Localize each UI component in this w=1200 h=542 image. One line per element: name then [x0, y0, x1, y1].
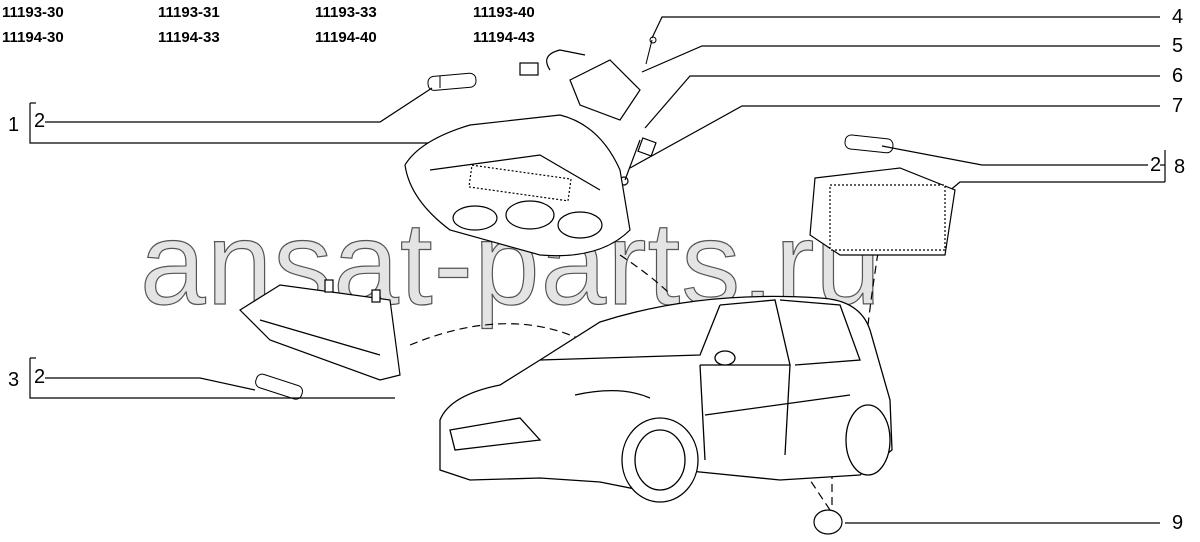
- glovebox-lamp: [239, 279, 401, 381]
- model-code: 11193-30: [2, 4, 64, 21]
- callout-4: 4: [1172, 6, 1184, 28]
- ceiling-lamp: [404, 114, 631, 257]
- callout-6: 6: [1172, 65, 1184, 87]
- model-code: 11194-30: [2, 29, 64, 46]
- callout-2-left-bottom: 2: [34, 366, 46, 388]
- model-code: 11194-33: [158, 29, 220, 46]
- callout-8: 8: [1174, 156, 1186, 178]
- screw-7: [619, 139, 641, 186]
- leader-lines: [29, 16, 1166, 524]
- bulb-top: [427, 72, 477, 91]
- bulb-right: [844, 134, 894, 154]
- model-code: 11194-43: [473, 29, 535, 46]
- callout-5: 5: [1172, 35, 1184, 57]
- model-code: 11193-31: [158, 4, 220, 21]
- model-code: 11193-33: [315, 4, 377, 21]
- bulb-left: [255, 373, 303, 400]
- switch-block: [519, 49, 641, 121]
- model-code: 11193-40: [473, 4, 535, 21]
- car: [439, 295, 893, 503]
- screw: [645, 36, 657, 65]
- callout-1: 1: [8, 114, 20, 136]
- callout-7: 7: [1172, 95, 1184, 117]
- callout-3: 3: [8, 369, 20, 391]
- callout-2-top: 2: [34, 110, 46, 132]
- callout-2-right: 2: [1150, 154, 1162, 176]
- callout-9: 9: [1172, 512, 1184, 534]
- cap: [813, 509, 843, 535]
- clip: [637, 137, 657, 157]
- model-code: 11194-40: [315, 29, 377, 46]
- door-lamp: [809, 167, 956, 256]
